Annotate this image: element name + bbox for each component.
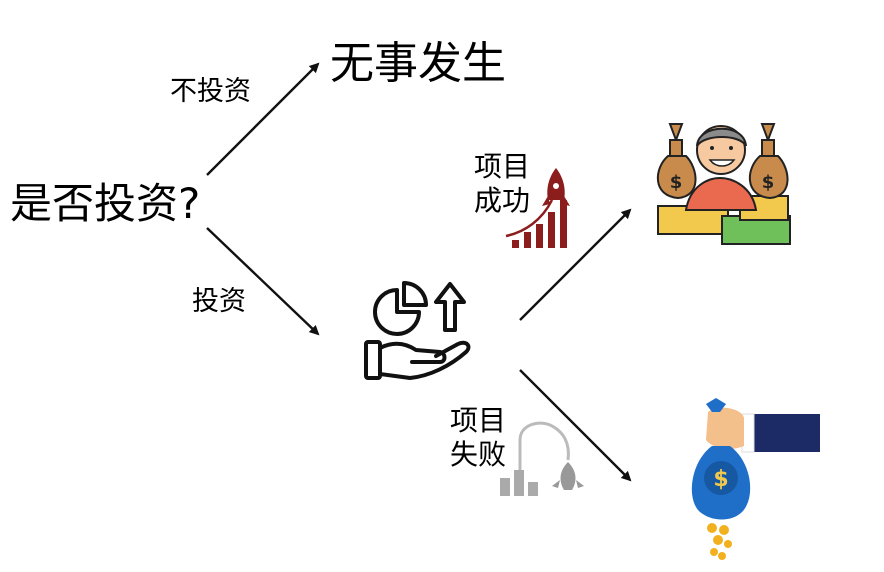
- arrow-to-failure: [519, 369, 632, 482]
- success-line-2: 成功: [474, 183, 531, 217]
- rich-person-money-bags-icon: $ $: [656, 123, 791, 245]
- hand-chart-growth-icon: [364, 281, 471, 380]
- failed-rocket-icon: [500, 421, 584, 496]
- svg-text:$: $: [670, 172, 683, 193]
- svg-text:$: $: [713, 467, 728, 492]
- branch-label-invest: 投资: [192, 286, 246, 317]
- outcome-nothing-happens: 无事发生: [330, 38, 506, 89]
- arrow-to-invest: [206, 227, 320, 336]
- rocket-growth-icon: [505, 168, 570, 248]
- success-line-1: 项目: [474, 150, 531, 183]
- failure-line-1: 项目: [450, 404, 507, 437]
- decision-question: 是否投资?: [10, 179, 201, 228]
- arrow-to-success: [519, 208, 632, 321]
- svg-text:$: $: [762, 172, 775, 193]
- money-bag-losing-coins-icon: $: [691, 398, 820, 560]
- outcome-project-failure: 项目 失败: [450, 404, 506, 471]
- failure-line-2: 失败: [450, 437, 507, 471]
- outcome-project-success: 项目 成功: [474, 150, 530, 217]
- branch-label-no-invest: 不投资: [170, 76, 251, 107]
- arrow-to-nothing: [206, 62, 320, 176]
